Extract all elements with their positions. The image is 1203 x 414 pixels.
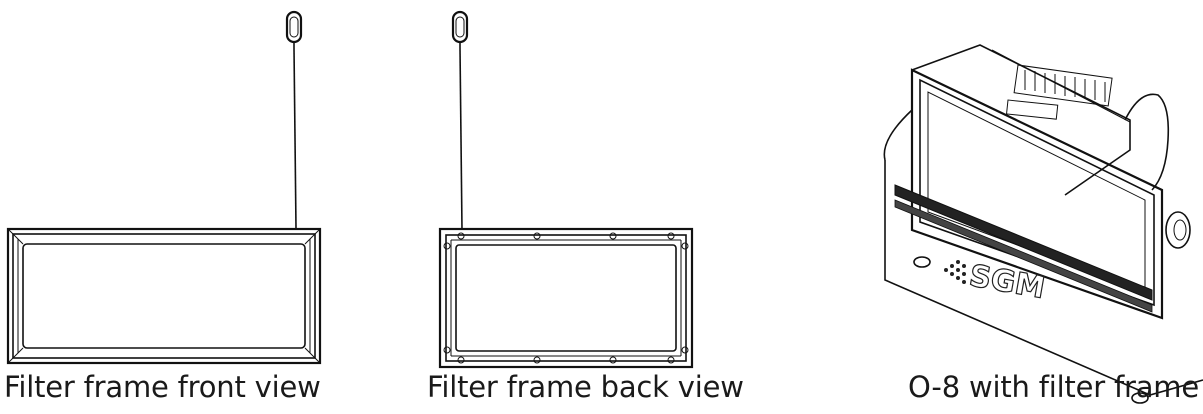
fixture-top-housing — [911, 44, 1131, 196]
safety-wire-icon — [293, 47, 297, 229]
filter-frame-back-drawing — [438, 10, 694, 369]
frame-clips — [443, 232, 689, 364]
fixture-top-vents — [1013, 64, 1113, 107]
fixture-foot-right — [1131, 392, 1149, 404]
fixture-with-frame-panel: SGM — [840, 0, 1203, 414]
frame-window — [455, 244, 677, 352]
safety-wire-icon — [459, 47, 463, 231]
fixture-filter-frame — [910, 68, 1164, 320]
filter-frame-front-drawing — [6, 10, 322, 365]
frame-inner-border — [445, 234, 687, 362]
filter-frame-back-panel — [420, 0, 800, 414]
fixture-yoke — [1124, 93, 1170, 191]
frame-outer-edge — [438, 227, 694, 369]
fixture-vent-band — [894, 184, 1153, 313]
caption-front-view: Filter frame front view — [4, 370, 321, 404]
frame-outer-edge — [6, 227, 322, 365]
caption-fixture-view: O-8 with filter frame — [908, 370, 1199, 404]
sgm-logo-dots — [944, 260, 966, 284]
fixture-lower-housing — [884, 160, 1203, 396]
fixture-drawing: SGM — [883, 44, 1203, 404]
frame-window — [22, 243, 306, 349]
sgm-logo: SGM — [967, 258, 1048, 306]
carabiner-icon — [451, 10, 469, 48]
frame-inner-border — [12, 233, 316, 359]
knob-icon — [1165, 211, 1191, 249]
fixture-display — [1005, 99, 1059, 120]
fixture-foot-left — [913, 256, 931, 268]
carabiner-icon — [285, 10, 303, 48]
caption-back-view: Filter frame back view — [427, 370, 744, 404]
filter-frame-front-panel — [0, 0, 380, 414]
